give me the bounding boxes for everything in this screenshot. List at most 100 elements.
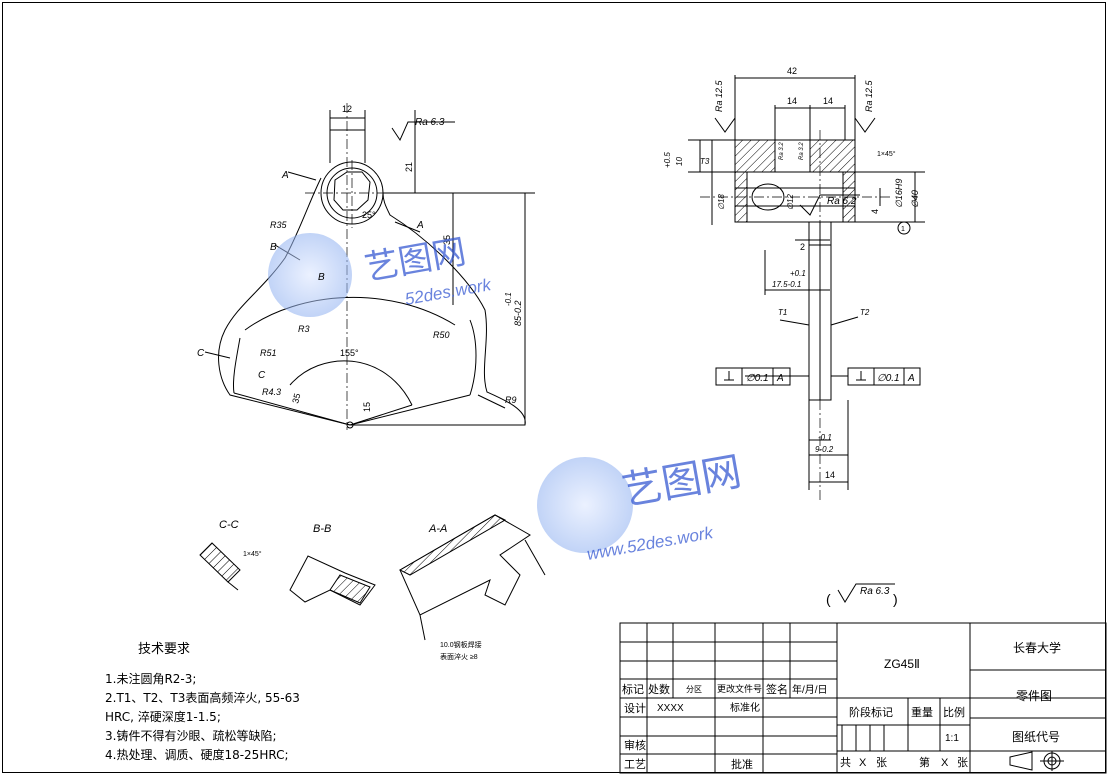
section-mark-b2: B xyxy=(318,272,325,283)
section-title-cc: C-C xyxy=(219,519,239,531)
part-code: ZG45Ⅱ xyxy=(884,657,920,671)
section-note-aa1: 10.0钢板焊接 xyxy=(440,640,482,649)
tb-x1: X xyxy=(859,757,867,769)
dim-d16h9: ∅16H9 xyxy=(894,179,904,208)
tolerance-value-left: ∅0.1 xyxy=(746,373,769,384)
dim-01c: -0.1 xyxy=(818,433,832,442)
tb-x2: X xyxy=(941,757,949,769)
dim-01b: +0.1 xyxy=(790,269,806,278)
dim-d40: ∅40 xyxy=(910,190,920,208)
roughness-ra62: Ra 6.2 xyxy=(827,196,857,207)
tb-qianming: 签名 xyxy=(766,682,788,696)
dim-01: -0.1 xyxy=(504,292,513,306)
watermark-brand-2: 艺图网 xyxy=(619,450,745,514)
radius-r50: R50 xyxy=(433,330,450,340)
radius-r3: R3 xyxy=(298,324,310,334)
tb-zhang1: 张 xyxy=(876,756,887,769)
scale-value: 1:1 xyxy=(945,733,959,744)
dim-d12: ∅12 xyxy=(786,194,795,210)
label-t3: T3 xyxy=(700,157,710,166)
balloon-1: 1 xyxy=(901,226,905,233)
watermark-logo-2 xyxy=(537,457,633,553)
dim-10: 10 xyxy=(675,157,684,166)
university-name: 长春大学 xyxy=(1013,640,1061,655)
section-title-aa: A-A xyxy=(428,523,447,535)
tb-sheji: 设计 xyxy=(624,702,646,715)
tb-biaozhunhua: 标准化 xyxy=(730,701,760,714)
dim-85: 85-0.2 xyxy=(513,300,523,326)
tb-chushu: 处数 xyxy=(648,683,670,696)
tech-line-3: HRC, 淬硬深度1-1.5; xyxy=(105,710,221,724)
paren-open: ( xyxy=(826,591,831,607)
section-mark-c2: C xyxy=(258,370,266,381)
tech-line-1: 1.未注圆角R2-3; xyxy=(105,672,197,686)
dim-2: 2 xyxy=(800,242,805,252)
radius-r51: R51 xyxy=(260,348,277,358)
radius-r43: R4.3 xyxy=(262,387,281,397)
section-views xyxy=(199,514,546,641)
title-block xyxy=(619,622,1107,774)
tb-bili: 比例 xyxy=(943,705,965,719)
roughness-ra125b: Ra 12.5 xyxy=(864,79,874,112)
tb-jieduan: 阶段标记 xyxy=(849,705,893,719)
section-mark-b1: B xyxy=(270,242,277,253)
side-view-right xyxy=(688,75,925,490)
section-note-aa2: 表面淬火 ≥8 xyxy=(440,652,478,661)
dim-12: 12 xyxy=(342,104,352,114)
roughness-ra32a: Ra 3.2 xyxy=(779,142,785,160)
tb-gong: 共 xyxy=(840,756,851,769)
tech-requirements-title: 技术要求 xyxy=(138,642,191,657)
label-t1: T1 xyxy=(778,308,787,317)
section-title-bb: B-B xyxy=(313,523,331,535)
tb-biaoji: 标记 xyxy=(622,682,644,696)
tech-line-2: 2.T1、T2、T3表面高频淬火, 55-63 xyxy=(105,691,300,705)
tb-fenqu: 分区 xyxy=(686,685,702,694)
dim-35b: 35 xyxy=(290,392,302,404)
roughness-note-symbol xyxy=(837,583,895,603)
tb-pizhun: 批准 xyxy=(731,757,753,771)
radius-r9: R9 xyxy=(505,395,517,405)
angle-25: 25° xyxy=(362,210,376,220)
datum-right: A xyxy=(907,373,915,384)
paren-close: ) xyxy=(893,591,898,607)
section-note-cc: 1×45° xyxy=(243,550,262,558)
datum-left: A xyxy=(776,373,784,384)
roughness-ra32b: Ra 3.2 xyxy=(799,142,805,160)
label-t2: T2 xyxy=(860,308,870,317)
watermark-logo-1 xyxy=(268,233,352,317)
dim-9: 9-0.2 xyxy=(815,445,834,454)
dim-14b: 14 xyxy=(823,96,833,106)
tb-zhang2: 张 xyxy=(957,756,968,769)
dim-15: 15 xyxy=(362,402,372,412)
tb-zhongliang: 重量 xyxy=(911,705,933,719)
tb-gengai: 更改文件号 xyxy=(717,683,762,694)
tb-di: 第 xyxy=(919,755,930,769)
roughness-ra63: Ra 6.3 xyxy=(415,117,445,128)
section-mark-a1: A xyxy=(281,170,289,181)
dim-14a: 14 xyxy=(787,96,797,106)
dim-14c: 14 xyxy=(825,470,835,480)
tb-date: 年/月/日 xyxy=(792,683,828,696)
drawing-type: 零件图 xyxy=(1016,689,1052,703)
tech-line-5: 4.热处理、调质、硬度18-25HRC; xyxy=(105,748,289,762)
section-mark-a2: A xyxy=(416,220,424,231)
dim-42: 42 xyxy=(787,66,797,76)
tolerance-value-right: ∅0.1 xyxy=(877,373,900,384)
dim-175: 17.5-0.1 xyxy=(772,280,801,289)
dim-4: 4 xyxy=(870,209,880,214)
main-view-left xyxy=(204,110,535,429)
dim-35: 35 xyxy=(442,235,452,245)
dim-05: +0.5 xyxy=(663,152,672,168)
tb-gongyi: 工艺 xyxy=(624,758,646,771)
tb-xxxx: XXXX xyxy=(657,703,684,714)
general-roughness: Ra 6.3 xyxy=(860,586,890,597)
radius-r35: R35 xyxy=(270,220,288,230)
watermark-url-1: 52des.work xyxy=(403,275,493,309)
drawing-number-label: 图纸代号 xyxy=(1012,730,1060,744)
dim-d18: ∅18 xyxy=(717,194,726,210)
angle-155: 155° xyxy=(340,348,359,358)
centerlines-right xyxy=(700,130,890,500)
tb-shenhe: 审核 xyxy=(624,738,646,752)
